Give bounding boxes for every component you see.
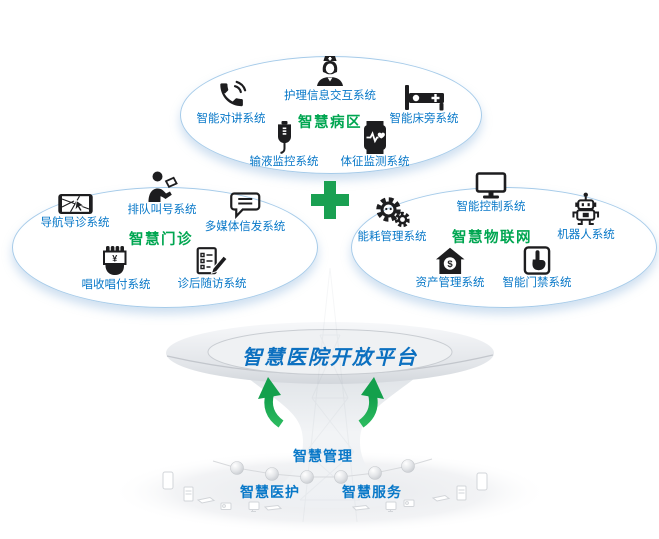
system-label: 能耗管理系统 <box>357 231 427 243</box>
node-asset: $ 资产管理系统 <box>416 247 485 289</box>
system-label: 体征监测系统 <box>340 156 410 168</box>
system-label: 多媒体信发系统 <box>204 221 286 233</box>
node-bedside: 智能床旁系统 <box>390 84 459 125</box>
laptop-icon <box>196 496 216 504</box>
system-label: 智能门禁系统 <box>502 277 572 289</box>
node-access: 智能门禁系统 <box>503 246 572 289</box>
payment-hand-icon: ¥ <box>101 246 132 277</box>
hospital-bed-icon <box>404 84 444 111</box>
up-arrow-right-icon <box>358 377 384 428</box>
plus-icon <box>311 181 349 219</box>
laptop-icon <box>431 494 451 502</box>
system-label: 排队叫号系统 <box>127 204 197 216</box>
bottom-label-medical-care: 智慧医护 <box>240 484 300 500</box>
phone-icon <box>476 472 488 491</box>
node-infusion: 输液监控系统 <box>250 121 319 168</box>
svg-text:$: $ <box>447 259 453 270</box>
system-label: 唱收唱付系统 <box>81 279 151 291</box>
system-label: 诊后随访系统 <box>177 278 247 290</box>
robot-icon <box>571 192 602 227</box>
node-media: 多媒体信发系统 <box>204 192 286 233</box>
system-label: 导航导诊系统 <box>40 217 110 229</box>
platform-title: 智慧医院开放平台 <box>242 347 418 369</box>
laptop-icon <box>351 504 371 511</box>
access-control-icon <box>523 246 551 275</box>
energy-gears-icon <box>375 196 411 229</box>
network-spheres <box>230 459 415 484</box>
laptop-icon <box>263 504 283 511</box>
tower-watermark-icon <box>299 267 361 523</box>
phone-icon <box>162 471 174 490</box>
vitals-wristband-icon <box>362 121 389 154</box>
node-nursing-info: 护理信息交互系统 <box>284 54 376 102</box>
group-title-iot: 智慧物联网 <box>452 230 532 246</box>
node-payment: ¥ 唱收唱付系统 <box>82 246 151 291</box>
bottom-label-service: 智慧服务 <box>342 484 402 500</box>
group-title-ward: 智慧病区 <box>298 115 362 131</box>
monitor-icon <box>385 501 397 510</box>
monitor-icon <box>248 501 260 510</box>
platform-dish <box>207 329 453 375</box>
queue-person-icon <box>146 171 179 202</box>
node-robot: 机器人系统 <box>557 192 615 241</box>
group-title-outpatient: 智慧门诊 <box>129 232 193 248</box>
asset-house-icon: $ <box>435 247 466 275</box>
system-label: 输液监控系统 <box>249 156 319 168</box>
system-label: 机器人系统 <box>557 229 615 241</box>
node-navigation: 导航导诊系统 <box>41 193 110 229</box>
ward-group-bubble <box>180 56 482 174</box>
node-followup: 诊后随访系统 <box>178 247 247 290</box>
node-intercom: 智能对讲系统 <box>197 79 266 125</box>
system-label: 护理信息交互系统 <box>284 90 376 102</box>
node-queue: 排队叫号系统 <box>128 171 197 216</box>
nurse-icon <box>313 54 347 88</box>
node-vitals: 体征监测系统 <box>341 121 410 168</box>
node-control: 智能控制系统 <box>457 172 526 213</box>
iot-group-bubble <box>351 187 657 308</box>
media-message-icon <box>229 192 261 220</box>
svg-text:¥: ¥ <box>112 253 117 263</box>
system-label: 智能对讲系统 <box>196 113 266 125</box>
system-label: 智能床旁系统 <box>389 113 459 125</box>
bottom-label-management: 智慧管理 <box>293 448 353 464</box>
followup-checklist-icon <box>196 247 228 276</box>
up-arrow-left-icon <box>258 377 284 428</box>
edge-device-icons <box>162 471 488 512</box>
system-label: 智能控制系统 <box>456 201 526 213</box>
system-label: 资产管理系统 <box>415 277 485 289</box>
iv-infusion-icon <box>273 121 295 154</box>
navigation-tablet-icon <box>57 193 93 215</box>
control-monitor-icon <box>475 172 507 199</box>
node-energy: 能耗管理系统 <box>358 196 427 243</box>
intercom-phone-icon <box>215 79 247 111</box>
